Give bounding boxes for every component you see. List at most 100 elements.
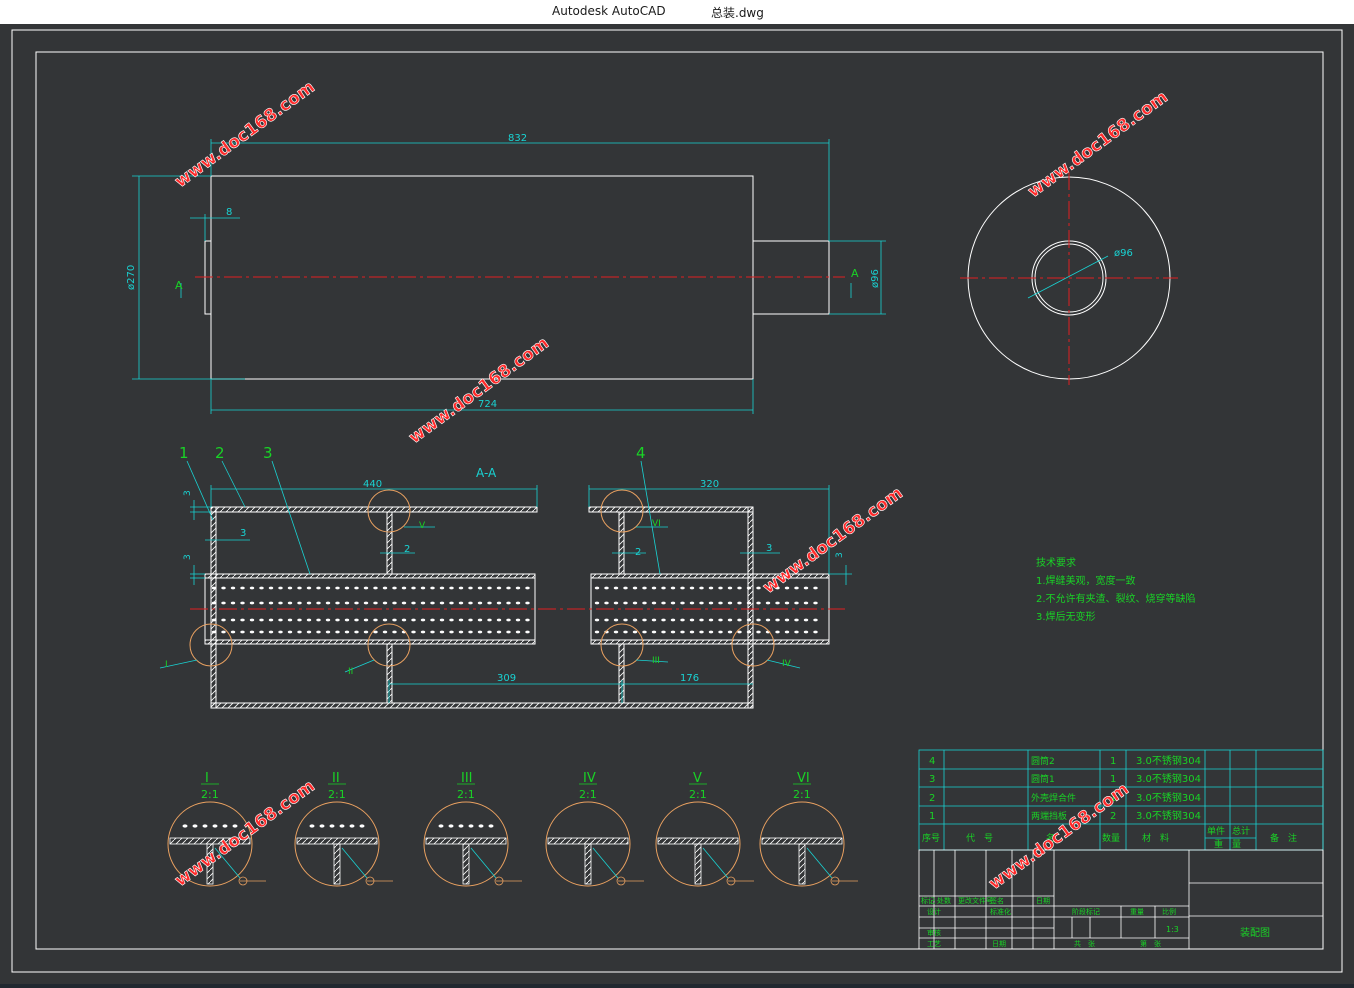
perforation-hole [259, 618, 264, 622]
dim-gap1: 2 [404, 544, 410, 555]
bom-cell-qty: 2 [1110, 811, 1116, 822]
dim-left: 440 [363, 479, 382, 490]
perforation-hole [439, 630, 445, 634]
detail-circle [655, 801, 741, 887]
perforation-hole [765, 586, 771, 590]
tb-date: 日期 [1036, 897, 1050, 905]
perforation-hole [211, 618, 217, 622]
perforation-hole [803, 618, 809, 622]
app-title: Autodesk AutoCAD [552, 4, 666, 18]
perforation-hole [392, 630, 397, 634]
perforation-hole [249, 630, 255, 634]
perforation-hole [727, 618, 733, 622]
perforation-hole [775, 630, 780, 634]
detail-hole [192, 824, 198, 828]
perforation-hole [297, 601, 302, 605]
perforation-hole [449, 586, 454, 590]
detail-scale: 2:1 [201, 788, 219, 801]
perforation-hole [477, 586, 483, 590]
detail-hole [202, 824, 208, 828]
detail-view-2: II2:1 [294, 771, 393, 887]
perforation-hole [401, 618, 407, 622]
perforation-hole [642, 618, 647, 622]
drawing-canvas[interactable]: 832 8 ø270 ø96 724 A A ø96 A-A [0, 24, 1354, 984]
perforation-hole [325, 618, 331, 622]
perforation-hole [468, 630, 473, 634]
dim-mid2: 176 [680, 673, 699, 684]
perforation-hole [708, 601, 714, 605]
perforation-hole [249, 618, 255, 622]
perforation-hole [632, 630, 638, 634]
balloon-1: 1 [179, 444, 189, 462]
perforation-hole [623, 586, 628, 590]
perforation-hole [623, 630, 628, 634]
perforation-hole [613, 630, 619, 634]
perforation-hole [689, 618, 695, 622]
bom-cell-name: 圆筒1 [1031, 773, 1055, 785]
perforation-hole [784, 601, 790, 605]
bom-cell-no: 4 [929, 756, 935, 767]
detail-plate [761, 837, 843, 845]
end-view [960, 172, 1178, 385]
dim-t4: 3 [835, 552, 845, 558]
perforation-hole [278, 586, 283, 590]
bom-header-code: 代 号 [966, 833, 993, 844]
dim-gap3: 3 [766, 543, 772, 554]
marker-ii: II [348, 667, 353, 677]
detail-baffle [333, 843, 341, 885]
dim-t1: 3 [183, 490, 193, 496]
detail-scale: 2:1 [689, 788, 707, 801]
perforation-hole [515, 601, 521, 605]
perforation-hole [680, 618, 685, 622]
detail-hole [329, 824, 335, 828]
perforation-hole [746, 630, 752, 634]
detail-baffle [694, 843, 702, 885]
perforation-hole [765, 601, 771, 605]
perforation-hole [506, 630, 511, 634]
bom-cell-qty: 1 [1110, 774, 1116, 785]
perforation-hole [737, 601, 742, 605]
perforation-hole [525, 586, 530, 590]
perforation-hole [661, 586, 666, 590]
perforation-hole [680, 601, 685, 605]
tb-weight: 重量 [1130, 908, 1144, 916]
perforation-hole [708, 630, 714, 634]
perforation-hole [211, 630, 217, 634]
perforation-hole [420, 618, 426, 622]
detail-roman: V [693, 771, 702, 786]
perforation-hole [420, 630, 426, 634]
perforation-hole [287, 601, 293, 605]
drawing-svg[interactable]: 832 8 ø270 ø96 724 A A ø96 A-A [0, 24, 1354, 984]
perforation-hole [708, 586, 714, 590]
perforation-hole [699, 630, 704, 634]
perforation-hole [268, 586, 274, 590]
perforation-hole [458, 618, 464, 622]
perforation-hole [661, 601, 666, 605]
bom-header-name: 名 [1046, 832, 1055, 844]
perforation-hole [430, 618, 435, 622]
perforation-hole [449, 601, 454, 605]
perforation-hole [689, 586, 695, 590]
perforation-hole [651, 618, 657, 622]
perforation-hole [287, 630, 293, 634]
bom-header-remark: 备 注 [1270, 832, 1297, 844]
perforation-hole [259, 586, 264, 590]
perforation-hole [775, 586, 780, 590]
detail-roman: II [332, 771, 340, 786]
perforation-hole [689, 630, 695, 634]
watermarks: www.doc168.com www.doc168.com www.doc168… [171, 77, 1172, 894]
detail-hole [448, 824, 454, 828]
perforation-hole [803, 601, 809, 605]
perforation-hole [335, 601, 340, 605]
perforation-hole [363, 586, 369, 590]
perforation-hole [468, 586, 473, 590]
detail-hole [309, 824, 315, 828]
dim-outlet: ø96 [870, 269, 881, 288]
perforation-hole [221, 630, 226, 634]
perforation-hole [699, 618, 704, 622]
perforation-hole [373, 586, 378, 590]
perforation-hole [382, 618, 388, 622]
detail-roman: III [461, 771, 473, 786]
perforation-hole [594, 586, 600, 590]
